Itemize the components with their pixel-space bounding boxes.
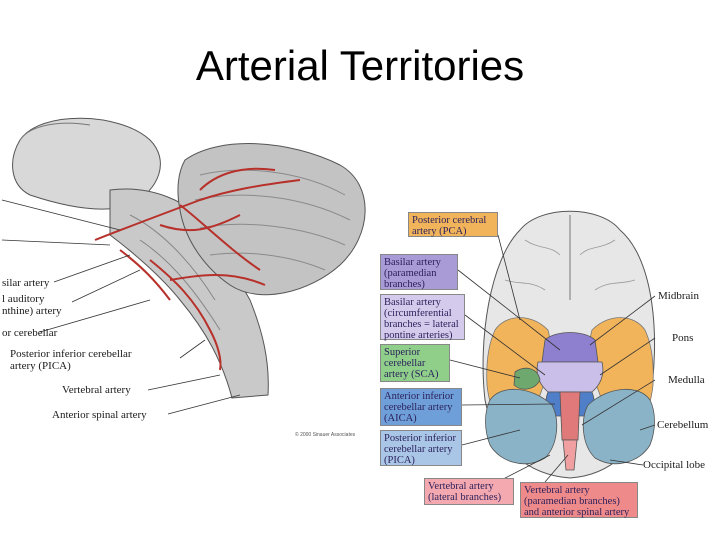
- structure-label-medulla: Medulla: [668, 374, 705, 386]
- structure-label-pons: Pons: [672, 332, 693, 344]
- territory-box-basilar-paramedian: Basilar artery (paramedian branches): [380, 254, 458, 290]
- territory-box-basilar-circumferential: Basilar artery (circumferential branches…: [380, 294, 465, 340]
- structure-label-occipital-lobe: Occipital lobe: [643, 459, 705, 471]
- territory-box-pca: Posterior cerebral artery (PCA): [408, 212, 498, 237]
- structure-label-midbrain: Midbrain: [658, 290, 699, 302]
- territory-box-vertebral-lateral: Vertebral artery (lateral branches): [424, 478, 514, 505]
- structure-label-cerebellum: Cerebellum: [657, 419, 708, 431]
- territory-box-vertebral-paramedian: Vertebral artery (paramedian branches) a…: [520, 482, 638, 518]
- territory-box-aica: Anterior inferior cerebellar artery (AIC…: [380, 388, 462, 426]
- territory-box-sca: Superior cerebellar artery (SCA): [380, 344, 450, 382]
- territory-box-pica: Posterior inferior cerebellar artery (PI…: [380, 430, 462, 466]
